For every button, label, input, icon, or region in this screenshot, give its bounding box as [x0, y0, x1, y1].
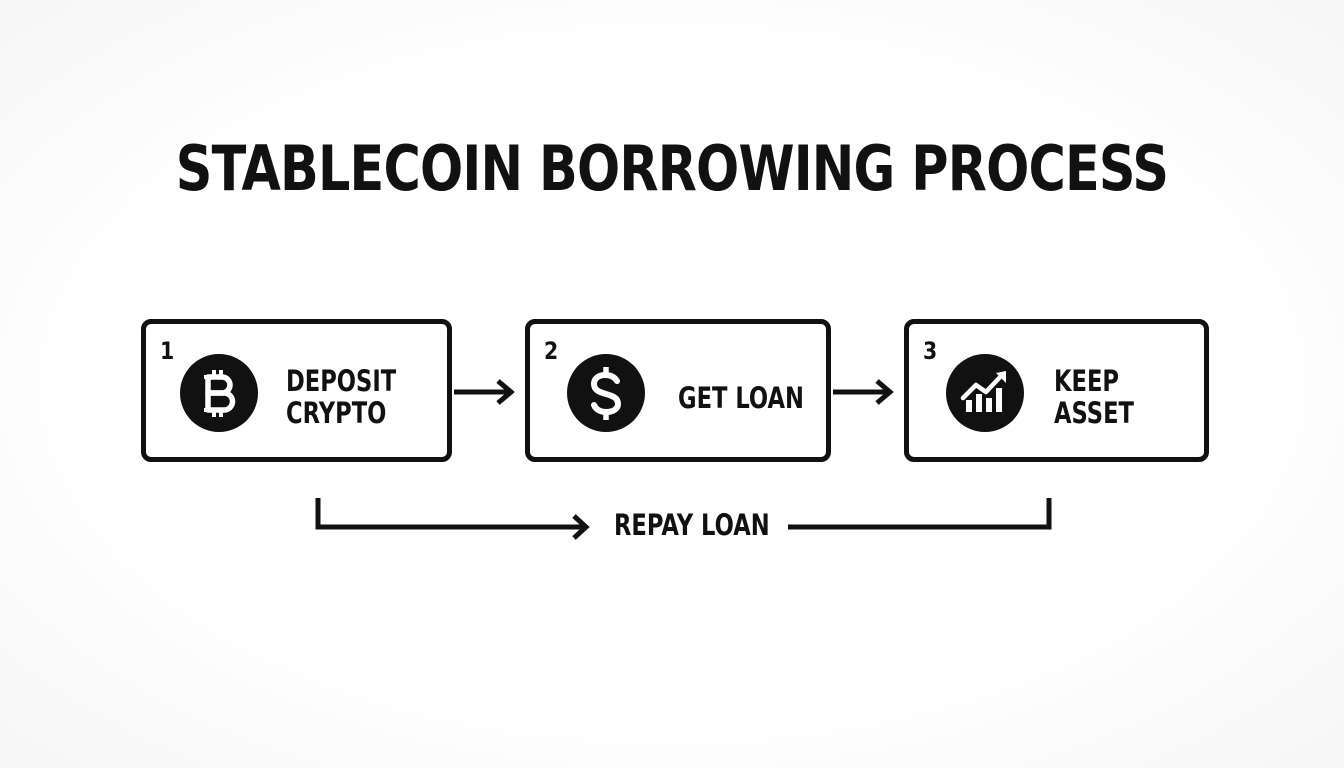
- step-label-line1: DEPOSIT: [286, 364, 397, 398]
- step-number: 3: [923, 337, 938, 365]
- step-number: 2: [544, 337, 559, 365]
- step-box-keep-asset: 3 KEEP ASSET: [904, 319, 1209, 462]
- growth-chart-icon: [946, 354, 1024, 432]
- diagram-title: STABLECOIN BORROWING PROCESS: [175, 132, 1169, 205]
- arrow-step1-to-step2: [454, 379, 515, 405]
- dollar-icon: [567, 354, 645, 432]
- step-box-deposit-crypto: 1 DEPOSIT CRYPTO: [141, 319, 452, 462]
- step-label-line1: KEEP: [1054, 364, 1120, 398]
- step-label-line2: CRYPTO: [286, 396, 387, 430]
- repay-loan-label: REPAY LOAN: [614, 508, 770, 542]
- bitcoin-icon: [180, 354, 258, 432]
- step-label-line2: ASSET: [1054, 396, 1134, 430]
- step-box-get-loan: 2 GET LOAN: [525, 319, 831, 462]
- arrow-step2-to-step3: [833, 379, 894, 405]
- step-number: 1: [160, 337, 175, 365]
- step-label-line1: GET LOAN: [678, 381, 804, 415]
